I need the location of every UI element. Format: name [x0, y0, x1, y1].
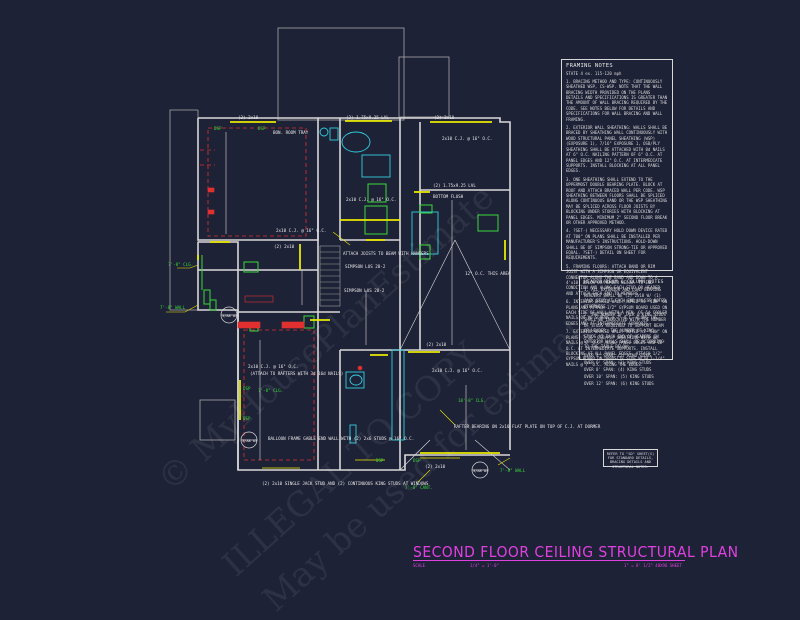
- label-section-1: 3/A8 A3: [222, 314, 237, 318]
- section-markers: [220, 306, 489, 479]
- framing-notes-subtitle: STATE 4 ex. 115-120 mph: [566, 71, 622, 77]
- red-details: [207, 187, 363, 371]
- stair: [319, 245, 341, 307]
- framing-note: 6. INTERIOR BRACED WALL: NOTED AS "IBW" …: [566, 299, 668, 326]
- label-single-jack: (2) 2x10 SINGLE JACK STUD AND (2) CONTIN…: [262, 481, 429, 486]
- leaders: [166, 231, 511, 483]
- label-dsp-1: DSP: [214, 126, 222, 131]
- header-legend-item: OVER 12' SPAN: (6) KING STUDS: [584, 380, 654, 386]
- label-attach-rafters: (ATTACH TO RAFTERS WITH 3d 16d NAILS): [250, 371, 343, 376]
- label-hdr-5: (2) 2x10: [425, 464, 446, 469]
- label-hdr-2: (2) 2x10: [434, 115, 455, 120]
- window-markers: [262, 457, 460, 469]
- label-oc-area: 12" O.C. THIS AREA: [465, 271, 511, 276]
- header-legend-item: OVER 4' SPAN: (2) KING STUDS: [584, 352, 652, 358]
- framing-note: 7. EXTERIOR BRACED WALL: NOTED AS "EBW" …: [566, 329, 668, 367]
- label-section-3: 3/A8 A3: [473, 469, 488, 473]
- framing-note: 3. ONE SHEATHING SHALL EXTEND TO THE UPP…: [566, 176, 668, 225]
- label-dsp-4: DSP: [243, 416, 251, 421]
- header-notes-title: HEADER/BEAM & COLUMN NOTES: [584, 280, 664, 285]
- scale-right: 1" = 8' 1/2" 48X96 SHEET: [624, 563, 682, 568]
- label-clg-3: 10'-8" CLG.: [458, 398, 486, 403]
- plan-title-underline: [413, 560, 685, 561]
- label-bottom-flush: BOTTOM FLUSH: [433, 194, 464, 199]
- framing-note: 5. FRAMING FLOORS: ATTACH BAND OR RIM JO…: [566, 263, 660, 296]
- label-clg-1: 7'-8" CLG.: [168, 262, 193, 267]
- exterior-walls: [197, 117, 511, 471]
- plan-title: SECOND FLOOR CEILING STRUCTURAL PLAN: [413, 543, 739, 561]
- scale-label: SCALE: [413, 563, 426, 568]
- framing-note: 4. ?SET-) NECESSARY HOLD DOWN DEVICE RAT…: [566, 228, 668, 261]
- header-note: 2. THE NUMBER OF JACK & KING STUDS SHALL…: [584, 312, 666, 350]
- framing-note: 1. BRACING METHOD AND TYPE: CONTINUOUSLY…: [566, 78, 668, 122]
- header-legend-item: OVER 10' SPAN: (5) KING STUDS: [584, 373, 654, 379]
- green-callouts: [201, 183, 499, 332]
- label-dsp-6: DSP: [376, 458, 384, 463]
- header-legend-item: OVER 6' SPAN: (3) KING STUDS: [584, 359, 652, 365]
- joist-arrows: [225, 132, 467, 460]
- header-legend-item: OVER 8' SPAN: (4) KING STUDS: [584, 366, 652, 372]
- label-hdr-1: (2) 2x10: [238, 115, 259, 120]
- label-ceiling-2: 2x10 C.J. @ 16" O.C.: [276, 228, 326, 233]
- label-hdr-4: (2) 2x10: [426, 342, 447, 347]
- framing-note: 2. EXTERIOR WALL SHEATHING: WALLS SHALL …: [566, 125, 668, 174]
- label-simpson-1: SIMPSON LUS 28-2: [345, 264, 386, 269]
- label-clg-5: 7'-8" WALL: [500, 468, 526, 473]
- scale-value: 1/4" = 1'-0": [470, 563, 499, 568]
- joist-regions: [200, 127, 315, 461]
- header-notes-box: HEADER/BEAM & COLUMN NOTES 1. ALL EXTERI…: [579, 276, 673, 386]
- framing-notes-title: FRAMING NOTES: [566, 63, 613, 69]
- framing-notes-box: FRAMING NOTES STATE 4 ex. 115-120 mph 1.…: [561, 59, 673, 367]
- label-ceiling-1: 2x10 C.J. @ 16" O.C.: [346, 197, 396, 202]
- label-ceiling-5: 2x10 C.J. @ 16" O.C.: [432, 368, 482, 373]
- header-note: 1. ALL EXTERIOR AND LOAD BEARING HEADERS…: [584, 287, 666, 309]
- hip-lines: [399, 239, 511, 471]
- label-attic-joists: ATTACH JOISTS TO BEAM WITH HANGERS: [343, 251, 429, 256]
- label-ceiling-3: 2x10 C.J. @ 16" O.C.: [442, 136, 492, 141]
- label-dsp-3: DSP: [243, 386, 251, 391]
- label-clg-6: 7'-8" CANT.: [405, 485, 433, 490]
- label-clg-4: 7'-8" CLG.: [258, 388, 283, 393]
- headers-beams: [197, 120, 506, 454]
- label-balloon-frame: BALLOON FRAME GABLE END WALL WITH (2) 2x…: [268, 436, 414, 441]
- reference-note: REFER TO "SD" SHEET(S) FOR STANDARD DETA…: [603, 449, 658, 469]
- label-bonus-room: BON. ROOM TRAY: [273, 130, 309, 135]
- label-ceiling-4: 2x10 C.J. @ 16" O.C.: [248, 364, 298, 369]
- label-clg-2: 7'-8" WALL: [160, 305, 186, 310]
- label-lvl-2: (2) 1.75x9.25 LVL: [433, 183, 476, 188]
- label-lvl-1: (2) 1.75x9.25 LVL: [346, 115, 389, 120]
- plumbing-fixtures: [319, 127, 439, 444]
- label-section-2: 3/A8 A3: [242, 439, 257, 443]
- floor-plan-drawing: BON. ROOM TRAY (2) 2x10 (2) 2x10 (2) 1.7…: [160, 27, 601, 490]
- label-simpson-2: SIMPSON LUS 28-2: [344, 288, 385, 293]
- label-rafter-bearing: RAFTER BEARING ON 2x10 FLAT PLATE ON TOP…: [454, 424, 601, 429]
- label-hdr-3: (2) 2x10: [274, 244, 295, 249]
- label-dsp-5: DSP: [413, 458, 421, 463]
- label-dsp-2: DSP: [258, 126, 266, 131]
- roof-outline: [169, 27, 450, 441]
